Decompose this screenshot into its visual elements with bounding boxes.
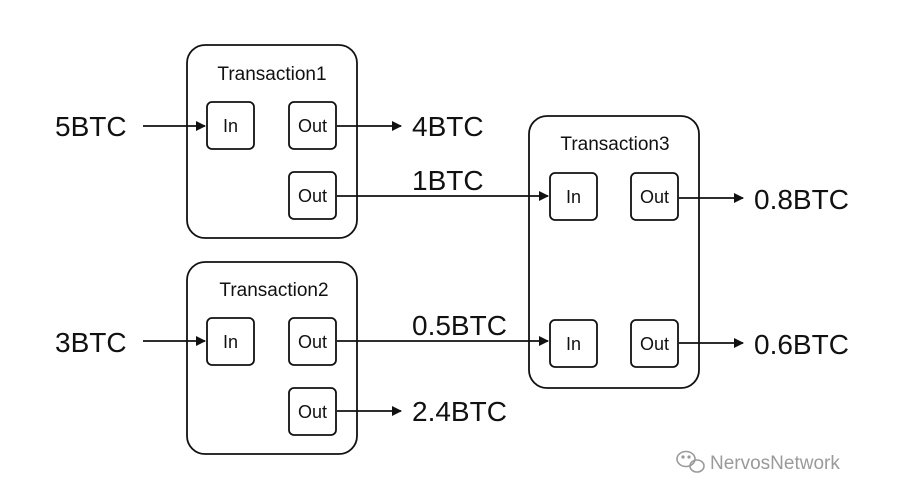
transaction-1-input-label: In [223,116,238,136]
transaction-3-input-2: In [549,319,598,368]
amount-labels: 5BTC 4BTC 1BTC 3BTC 0.5BTC 2.4BTC 0.8BTC… [55,111,849,427]
amount-tx3-output-1: 0.8BTC [754,184,849,215]
transaction-1-title: Transaction1 [217,64,326,85]
transaction-2-output-1-label: Out [298,332,327,352]
transaction-3-output-2-label: Out [640,334,669,354]
transaction-2-output-2: Out [288,387,337,436]
transaction-2-output-1: Out [288,317,337,366]
transaction-3: Transaction3 In Out In Out [528,115,700,389]
amount-tx2-to-tx3: 0.5BTC [412,310,507,341]
transaction-2-title: Transaction2 [219,280,328,301]
transaction-1: Transaction1 In Out Out [186,44,358,239]
transaction-2-input-label: In [223,332,238,352]
transaction-2-output-2-label: Out [298,402,327,422]
transaction-3-input-1: In [549,172,598,221]
flow-arrows [143,121,744,416]
amount-tx3-output-2: 0.6BTC [754,329,849,360]
wechat-icon [676,450,705,473]
amount-tx1-output-1: 4BTC [412,111,484,142]
watermark: NervosNetwork [676,450,840,474]
transaction-1-output-1: Out [288,101,337,150]
transaction-3-output-2: Out [630,319,679,368]
amount-tx2-output-2: 2.4BTC [412,396,507,427]
transaction-1-box [186,44,358,239]
transaction-1-output-1-label: Out [298,116,327,136]
transaction-3-box [528,115,700,389]
amount-tx1-input: 5BTC [55,111,127,142]
transaction-3-input-2-label: In [566,334,581,354]
transaction-2: Transaction2 In Out Out [186,261,358,455]
transaction-1-output-2: Out [288,171,337,220]
transaction-3-title: Transaction3 [560,134,669,155]
transaction-3-input-1-label: In [566,187,581,207]
amount-tx2-input: 3BTC [55,327,127,358]
watermark-text: NervosNetwork [710,453,840,474]
amount-tx1-to-tx3: 1BTC [412,165,484,196]
transaction-1-output-2-label: Out [298,186,327,206]
transaction-2-input: In [206,317,255,366]
transaction-1-input: In [206,101,255,150]
transaction-2-box [186,261,358,455]
transaction-3-output-1-label: Out [640,187,669,207]
transaction-3-output-1: Out [630,172,679,221]
